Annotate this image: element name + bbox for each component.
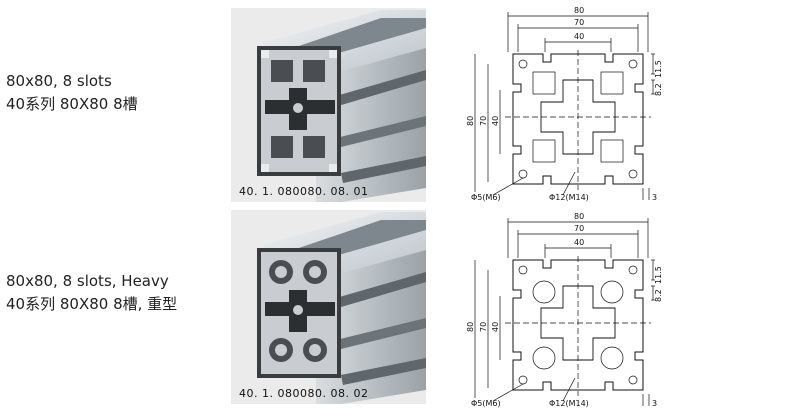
dim-height-70: 70 [479,322,488,332]
dim-3: 3 [652,399,657,408]
profile-photo: 40. 1. 080080. 08. 02 [231,210,426,404]
dim-width-70: 70 [574,18,584,27]
product-row: 80x80, 8 slots, Heavy 40系列 80X80 8槽, 重型 [0,204,800,408]
cross-section-drawing: 80 70 40 80 70 40 11.5 8.2 Φ5(M6) Φ12(M1… [466,212,663,408]
dim-width-80: 80 [574,6,584,15]
aluminum-profile-image [257,212,426,404]
aluminum-profile-image [257,10,426,202]
product-description: 80x80, 8 slots 40系列 80X80 8槽 [6,70,138,116]
dim-11-5: 11.5 [654,60,663,78]
product-row: 80x80, 8 slots 40系列 80X80 8槽 [0,0,800,204]
dim-11-5: 11.5 [654,266,663,284]
product-title-cn: 40系列 80X80 8槽 [6,95,138,113]
dim-8-2: 8.2 [654,289,663,302]
dim-width-40: 40 [574,32,584,41]
dim-height-40: 40 [491,322,500,332]
dim-phi12: Φ12(M14) [549,399,589,408]
dim-width-40: 40 [574,238,584,247]
cross-section-drawing: 80 70 40 80 70 40 11.5 8.2 Φ5(M6) Φ12(M1… [466,6,663,202]
dim-phi5: Φ5(M6) [471,193,501,202]
product-title-cn: 40系列 80X80 8槽, 重型 [6,295,178,313]
dim-height-70: 70 [479,116,488,126]
dim-width-70: 70 [574,224,584,233]
product-code: 40. 1. 080080. 08. 01 [239,185,369,198]
dim-phi12: Φ12(M14) [549,193,589,202]
product-title-en: 80x80, 8 slots, Heavy [6,272,169,290]
profile-photo: 40. 1. 080080. 08. 01 [231,8,426,202]
dim-height-80: 80 [466,116,475,126]
dim-width-80: 80 [574,212,584,221]
dim-phi5: Φ5(M6) [471,399,501,408]
dim-3: 3 [652,193,657,202]
product-description: 80x80, 8 slots, Heavy 40系列 80X80 8槽, 重型 [6,270,177,316]
product-code: 40. 1. 080080. 08. 02 [239,387,369,400]
dim-height-80: 80 [466,322,475,332]
technical-drawing: 80 70 40 80 70 40 11.5 8.2 Φ5(M6) Φ12(M1… [463,204,663,408]
technical-drawing: 80 70 40 80 70 40 11.5 8.2 Φ5(M6) Φ12(M1… [463,2,663,202]
dim-8-2: 8.2 [654,83,663,96]
dim-height-40: 40 [491,116,500,126]
product-title-en: 80x80, 8 slots [6,72,112,90]
